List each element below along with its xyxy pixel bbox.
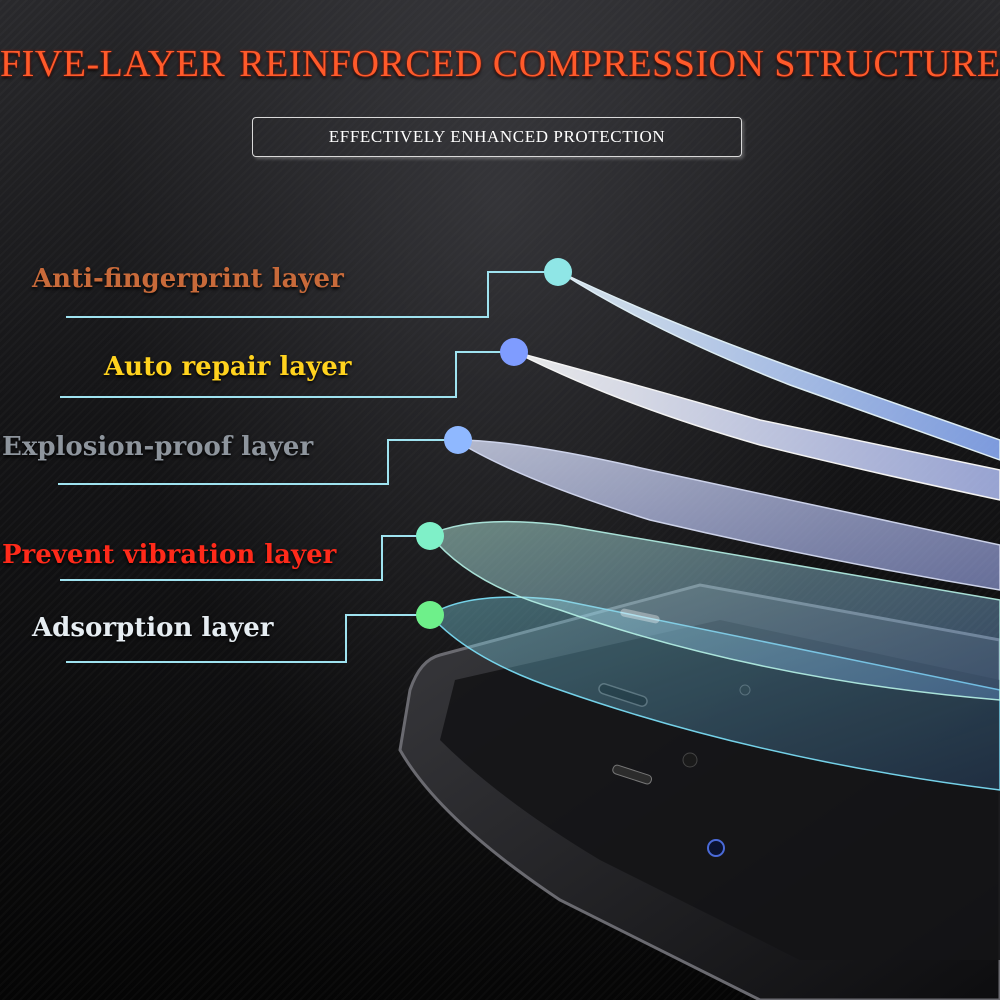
subtitle-box: EFFECTIVELY ENHANCED PROTECTION (252, 117, 742, 157)
leader-line-4 (60, 535, 430, 581)
film-adsorption (428, 596, 1000, 791)
label-adsorption: Adsorption layer (32, 613, 274, 643)
title-part-a: FIVE-LAYER (0, 43, 226, 85)
dot-adsorption (416, 601, 444, 629)
dot-explosion-proof (444, 426, 472, 454)
leader-line-3 (58, 439, 458, 485)
page-title: FIVE-LAYER REINFORCED COMPRESSION STRUCTU… (0, 42, 1000, 86)
label-explosion-proof: Explosion-proof layer (2, 432, 314, 462)
front-camera (707, 839, 725, 857)
label-prevent-vibration: Prevent vibration layer (2, 540, 337, 570)
leader-line-1 (66, 271, 558, 318)
dot-auto-repair (500, 338, 528, 366)
title-part-b: REINFORCED COMPRESSION STRUCTURE (239, 43, 1000, 85)
film-auto-repair (514, 351, 1000, 501)
leader-line-5 (66, 614, 430, 663)
dot-prevent-vibration (416, 522, 444, 550)
label-anti-fingerprint: Anti-fingerprint layer (32, 264, 344, 294)
film-prevent-vibration (428, 520, 1000, 701)
leader-line-2 (60, 351, 514, 398)
subtitle: EFFECTIVELY ENHANCED PROTECTION (328, 127, 666, 146)
film-explosion-proof (452, 439, 1000, 591)
dot-anti-fingerprint (544, 258, 572, 286)
speaker-grill (612, 764, 653, 785)
leader-lines (58, 271, 558, 663)
label-auto-repair: Auto repair layer (104, 352, 352, 382)
film-anti-fingerprint (559, 271, 1000, 461)
